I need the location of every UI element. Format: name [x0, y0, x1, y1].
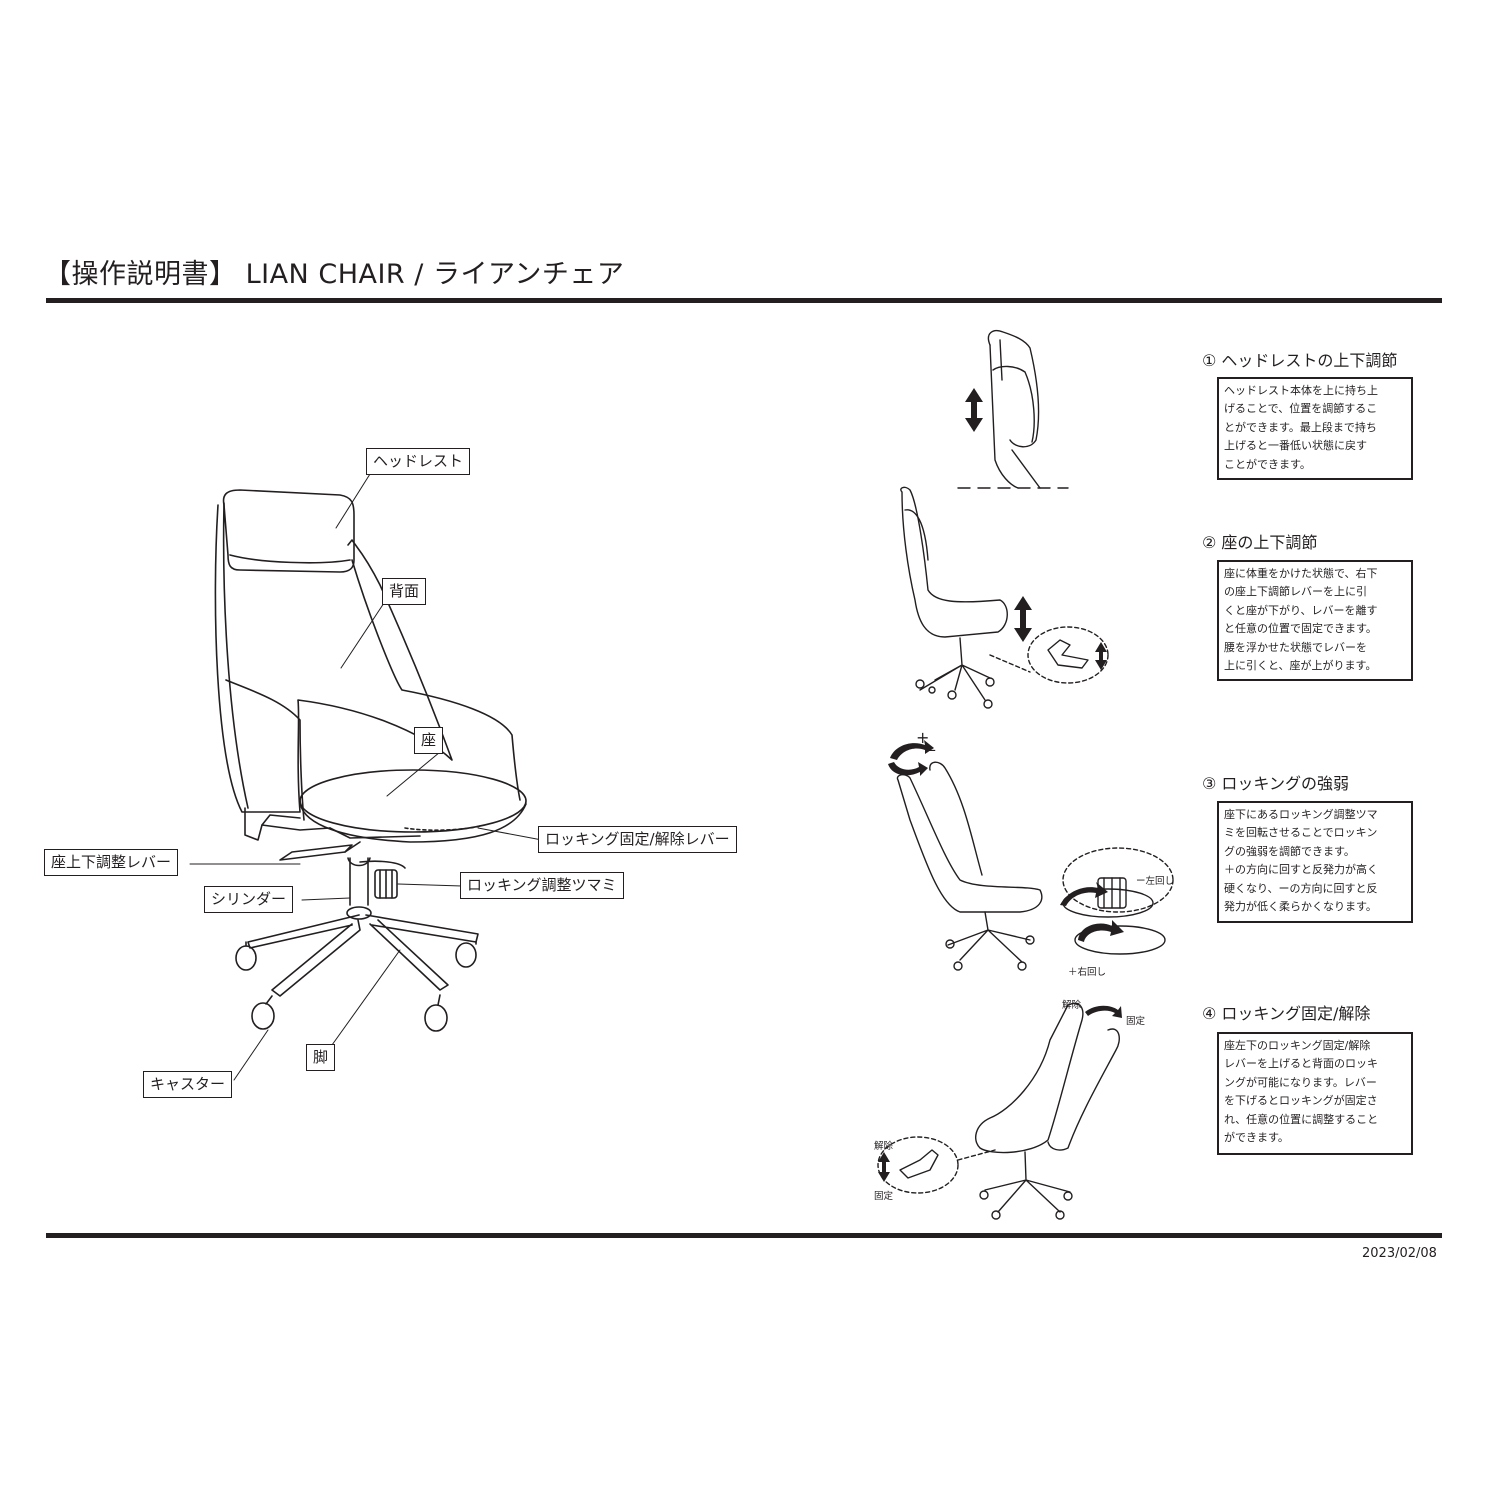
- rocking-lock-diagram: [877, 1002, 1120, 1220]
- document-date: 2023/02/08: [1362, 1246, 1437, 1261]
- chair-back-front: [351, 559, 521, 801]
- minus-symbol: –: [928, 740, 936, 759]
- height-lever: [279, 844, 353, 861]
- up-down-arrow-icon: [1014, 596, 1107, 670]
- fix-label-bottom: 固定: [874, 1191, 894, 1202]
- section-1-title: ① ヘッドレストの上下調節: [1202, 351, 1398, 370]
- fix-label-top: 固定: [1126, 1016, 1146, 1027]
- top-divider: [46, 298, 1442, 303]
- section-2-text: 座に体重をかけた状態で、右下 の座上下調節レバーを上に引 くと座が下がり、レバー…: [1217, 560, 1413, 681]
- label-locking-lever: ロッキング固定/解除レバー: [538, 826, 737, 853]
- chair-side-panel: [225, 679, 305, 821]
- left-turn-label: ー左回し: [1136, 876, 1175, 887]
- section-1-text: ヘッドレスト本体を上に持ち上 げることで、位置を調節するこ とができます。最上段…: [1217, 377, 1413, 480]
- label-seat: 座: [414, 727, 444, 754]
- base-legs: [247, 914, 479, 997]
- label-cylinder: シリンダー: [204, 886, 294, 913]
- label-seat-height-lever: 座上下調整レバー: [44, 849, 179, 876]
- label-caster: キャスター: [143, 1071, 233, 1098]
- bottom-divider: [46, 1233, 1442, 1238]
- plus-symbol: +: [916, 728, 930, 747]
- section-4-text: 座左下のロッキング固定/解除 レバーを上げると背面のロッキ ングが可能になります…: [1217, 1032, 1413, 1155]
- section-3-title: ③ ロッキングの強弱: [1202, 774, 1349, 793]
- section-3-text: 座下にあるロッキング調整ツマ ミを回転させることでロッキン グの強弱を調節できま…: [1217, 801, 1413, 923]
- label-tension-knob: ロッキング調整ツマミ: [460, 872, 624, 899]
- caster-wheels: [235, 941, 477, 1032]
- headrest-diagram: [957, 329, 1069, 489]
- label-back: 背面: [382, 578, 427, 605]
- right-turn-label: ＋右回し: [1068, 967, 1107, 978]
- label-headrest: ヘッドレスト: [366, 448, 471, 475]
- rocking-tension-diagram: [896, 761, 1174, 971]
- release-label-top: 解除: [1062, 1000, 1082, 1011]
- rotate-arrow-icon: [888, 740, 1124, 942]
- seat-height-diagram: [900, 486, 1109, 709]
- section-2-title: ② 座の上下調節: [1202, 533, 1318, 552]
- page-title: 【操作説明書】 LIAN CHAIR / ライアンチェア: [44, 259, 625, 290]
- cylinder-shape: [349, 857, 369, 906]
- up-down-arrow-icon: [878, 1005, 1122, 1182]
- label-leg: 脚: [306, 1044, 336, 1071]
- section-4-title: ④ ロッキング固定/解除: [1202, 1004, 1371, 1023]
- release-label-bottom: 解除: [874, 1141, 894, 1152]
- chair-back-inner: [222, 502, 249, 809]
- headrest-shape: [222, 489, 355, 573]
- leader-lines: [189, 473, 543, 1081]
- up-down-arrow-icon: [965, 388, 983, 432]
